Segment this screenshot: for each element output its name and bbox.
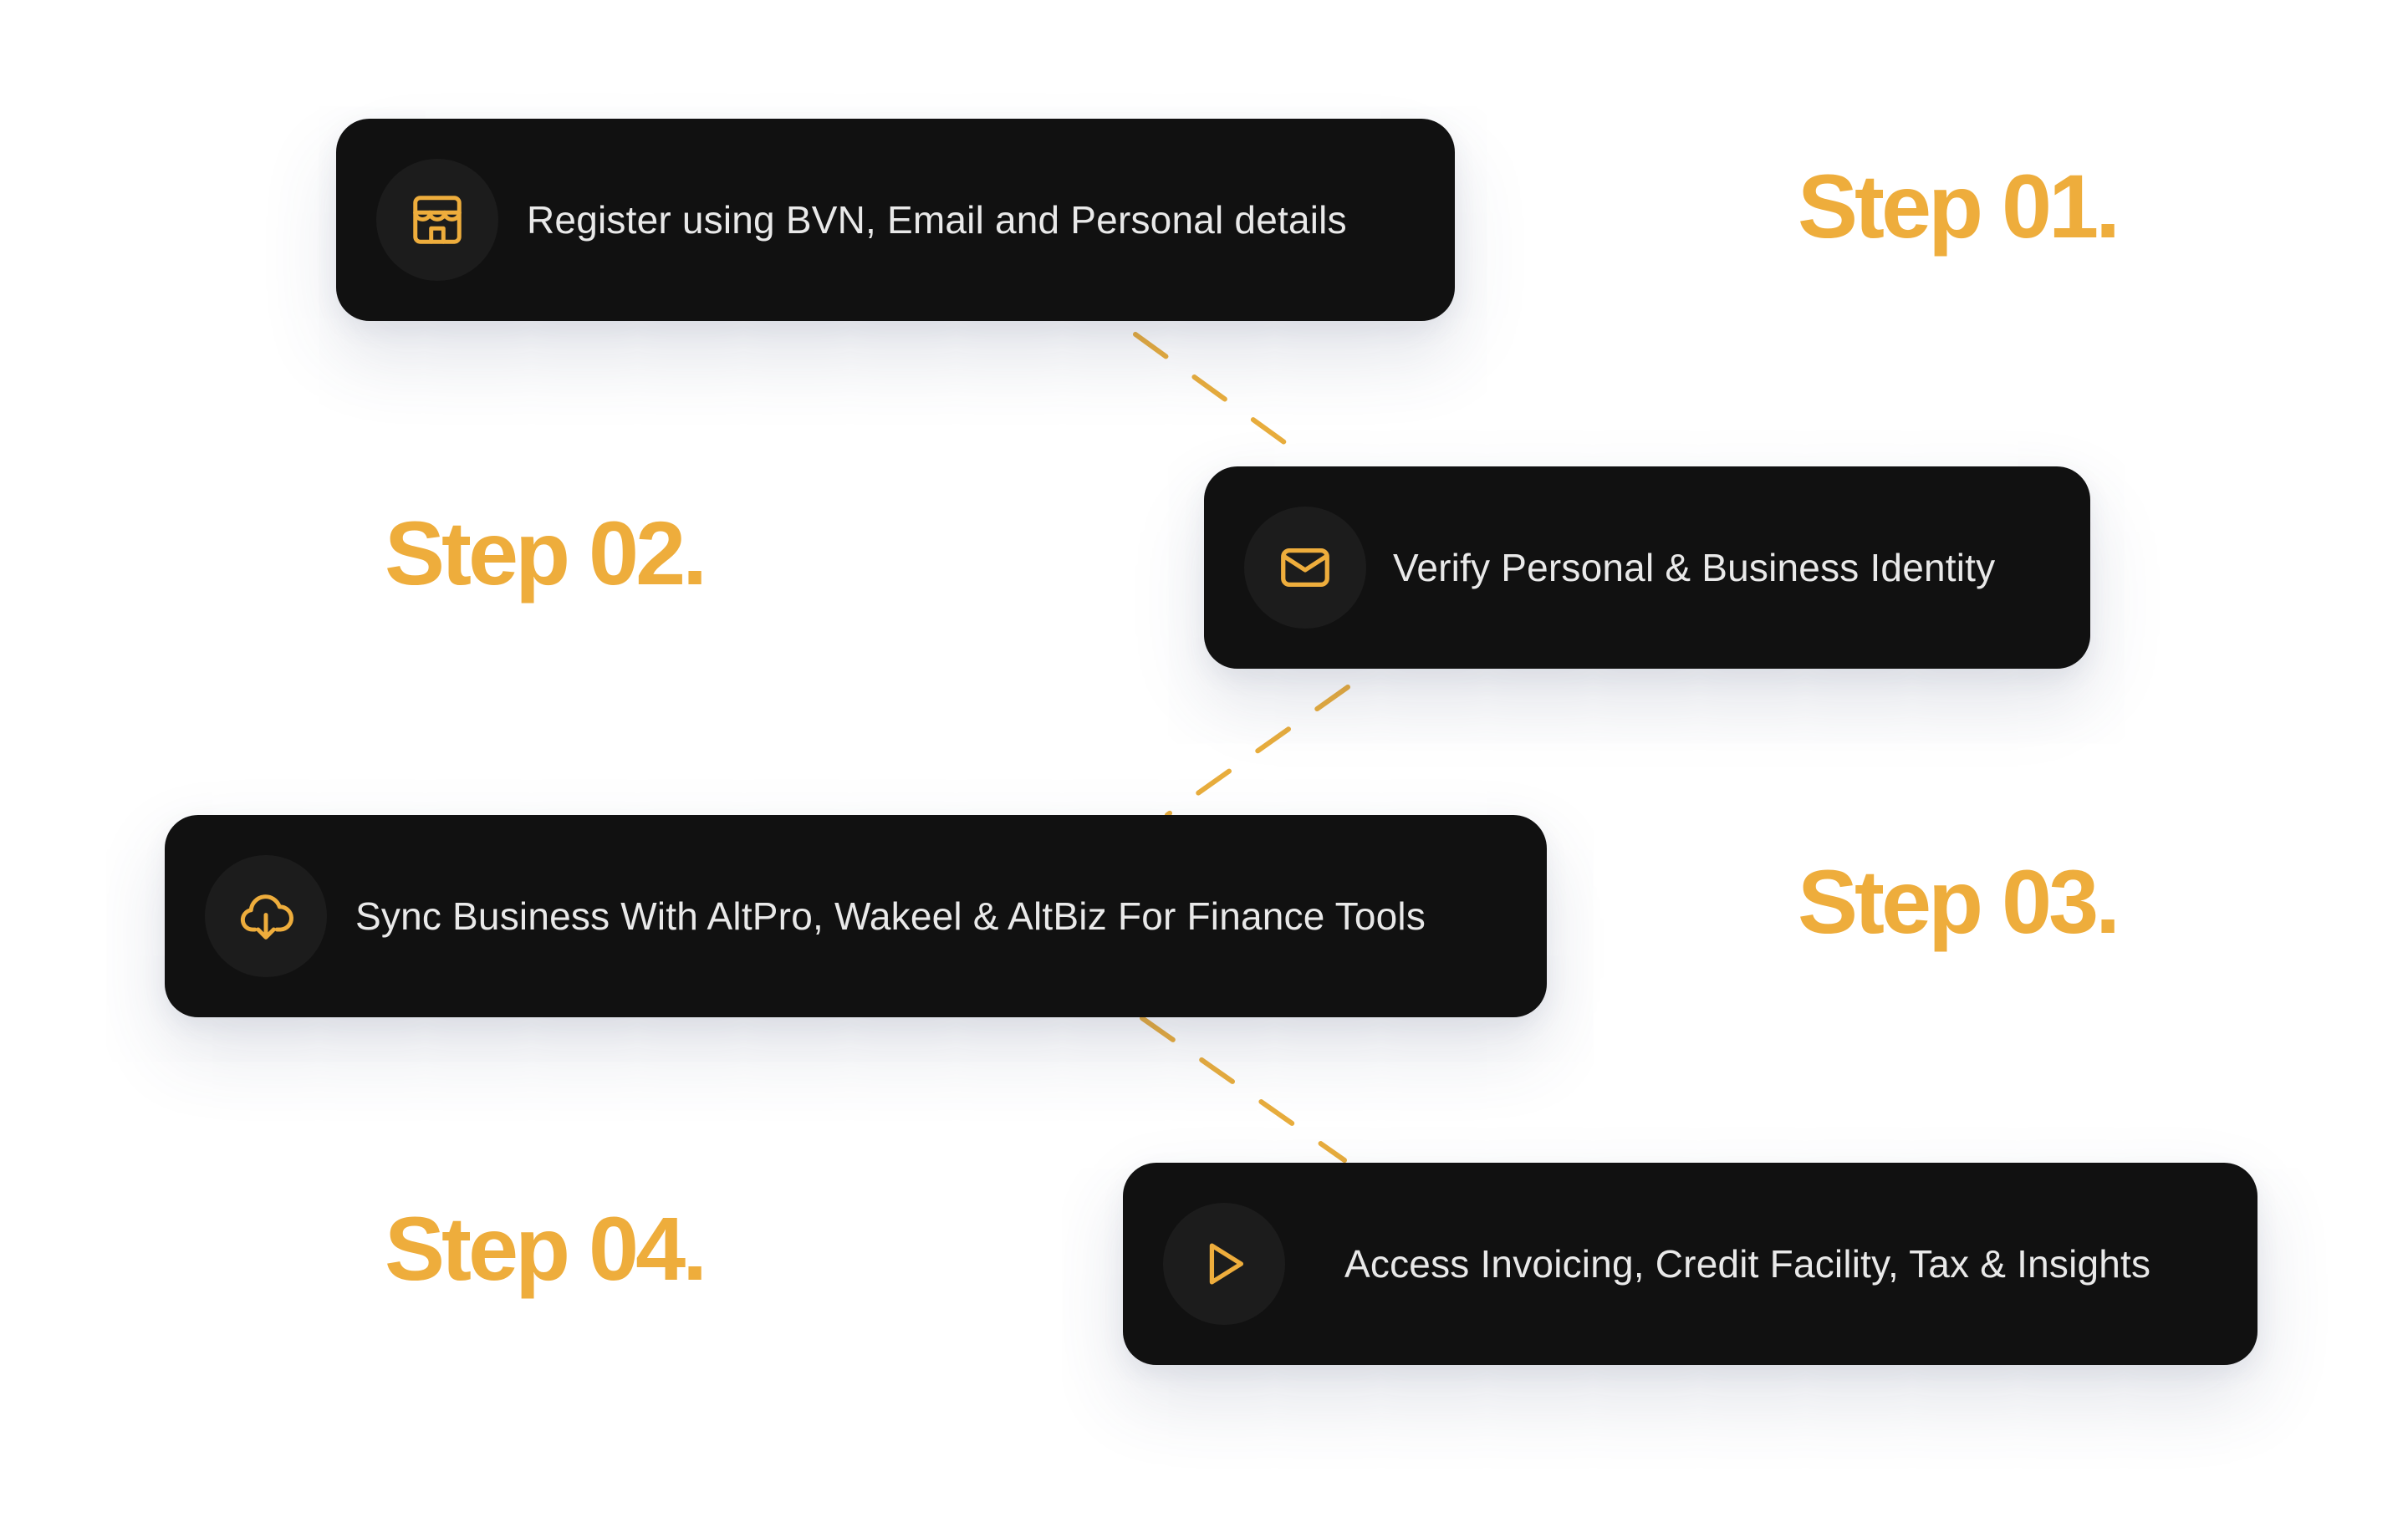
- play-icon: [1163, 1203, 1285, 1325]
- step-4-label: Step 04.: [385, 1198, 707, 1299]
- connector-step2-step3: [1165, 685, 1350, 817]
- step-2-description: Verify Personal & Business Identity: [1393, 546, 1996, 589]
- step-1-card: Register using BVN, Email and Personal d…: [336, 119, 1455, 321]
- step-1-label: Step 01.: [1798, 155, 2120, 257]
- step-3-card: Sync Business With AltPro, Wakeel & AltB…: [165, 815, 1547, 1017]
- step-2-card: Verify Personal & Business Identity: [1204, 466, 2090, 669]
- step-3-label: Step 03.: [1798, 851, 2120, 952]
- step-4-card: Access Invoicing, Credit Facility, Tax &…: [1123, 1163, 2258, 1365]
- connector-step1-step2: [1133, 332, 1305, 458]
- mail-icon: [1244, 507, 1366, 629]
- connector-step3-step4: [1140, 1016, 1347, 1163]
- step-3-description: Sync Business With AltPro, Wakeel & AltB…: [355, 894, 1426, 938]
- step-2-label: Step 02.: [385, 502, 707, 604]
- step-1-description: Register using BVN, Email and Personal d…: [527, 198, 1347, 242]
- storefront-icon: [376, 159, 498, 281]
- step-4-description: Access Invoicing, Credit Facility, Tax &…: [1344, 1242, 2151, 1286]
- cloud-download-icon: [205, 855, 327, 977]
